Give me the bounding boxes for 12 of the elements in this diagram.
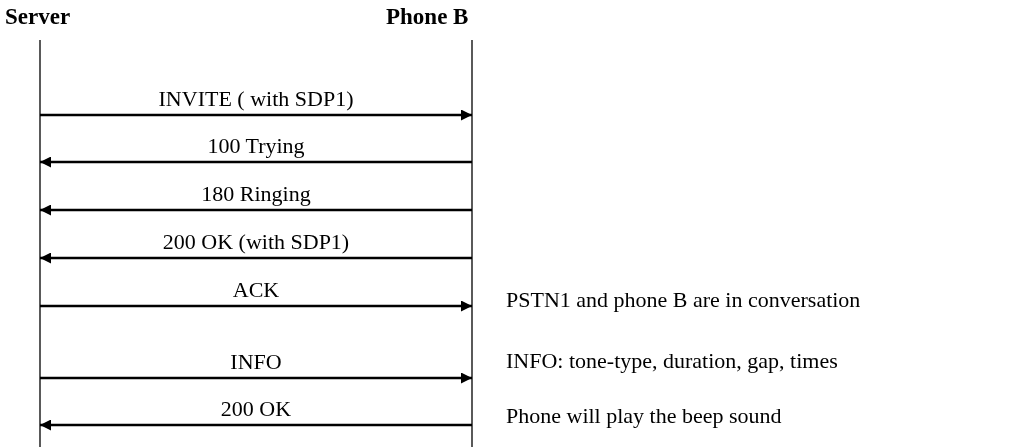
message-arrow — [40, 109, 472, 121]
message-arrow — [40, 252, 472, 264]
message-arrow — [40, 300, 472, 312]
note-text: PSTN1 and phone B are in conversation — [506, 287, 861, 313]
note-text: INFO: tone-type, duration, gap, times — [506, 348, 838, 374]
lifeline-header: Phone B — [386, 4, 469, 30]
message-arrow — [40, 419, 472, 431]
note-text: Phone will play the beep sound — [506, 403, 782, 429]
message-arrow — [40, 204, 472, 216]
message-arrow — [40, 372, 472, 384]
message-arrow — [40, 156, 472, 168]
lifeline-header: Server — [5, 4, 71, 30]
